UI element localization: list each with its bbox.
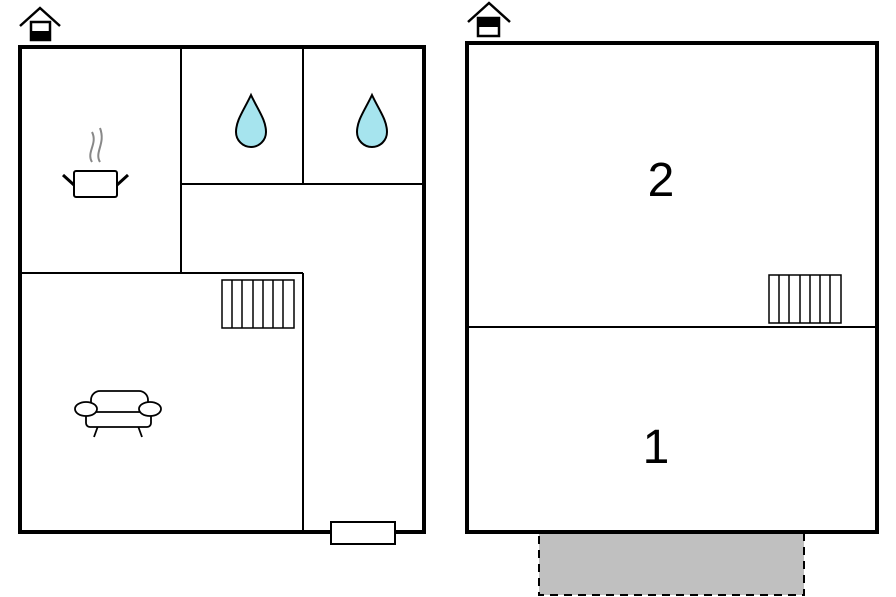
- ground-interior-walls: [22, 47, 422, 531]
- water-drop-icon: [234, 92, 268, 148]
- entrance-door-icon: [330, 521, 396, 545]
- sofa-icon: [74, 390, 162, 438]
- floor-ground: [18, 6, 426, 545]
- radiator-icon: [221, 279, 295, 329]
- ground-outer-wall: [18, 45, 426, 534]
- water-drop-icon: [355, 92, 389, 148]
- room-label-2: 2: [648, 154, 675, 207]
- radiator-icon: [768, 274, 842, 324]
- house-upper-floor-icon: [467, 1, 511, 38]
- floor-upper: 2 1: [465, 1, 879, 596]
- house-ground-floor-icon: [19, 6, 61, 42]
- terrace-icon: [538, 531, 805, 596]
- room-label-1: 1: [643, 421, 670, 474]
- cooking-pot-icon: [61, 127, 130, 198]
